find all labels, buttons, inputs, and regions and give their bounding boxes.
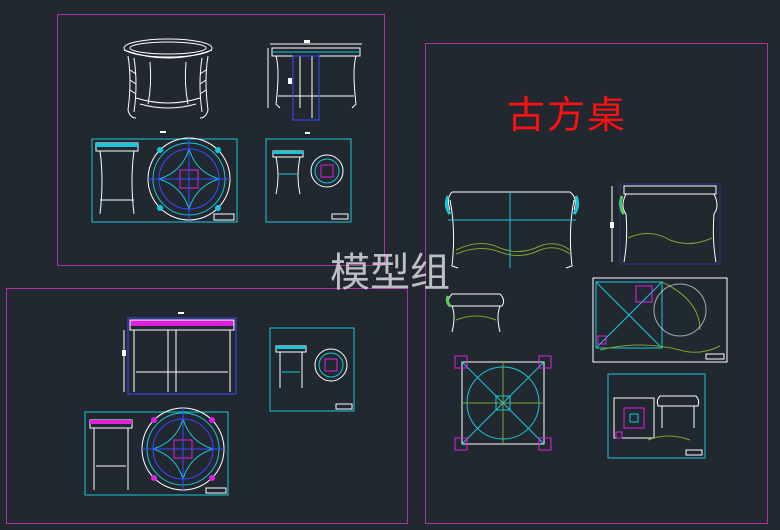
drawing-title: 古方桌 — [507, 93, 628, 137]
round-table-plan-sheet — [91, 131, 238, 223]
square-table-detail-sheet — [269, 327, 355, 412]
square-table-elevation — [122, 312, 237, 395]
square-table-plan-sheet — [84, 407, 229, 496]
round-table-detail-sheet — [265, 132, 352, 223]
square-table-plan-view — [454, 355, 552, 451]
stool-elevation — [445, 293, 505, 333]
drawing-frame-right — [425, 43, 768, 524]
detail-sheet-right — [607, 373, 706, 459]
plan-sheet-right — [592, 277, 728, 363]
square-table-front-elevation — [444, 191, 580, 269]
round-table-elevation — [267, 40, 362, 121]
round-table-perspective — [123, 38, 213, 119]
square-table-side-elevation — [610, 183, 721, 265]
watermark-text: 模型组 — [330, 250, 450, 296]
drawing-frame-top-left — [57, 14, 385, 266]
drawing-frame-bottom-left — [6, 288, 408, 524]
